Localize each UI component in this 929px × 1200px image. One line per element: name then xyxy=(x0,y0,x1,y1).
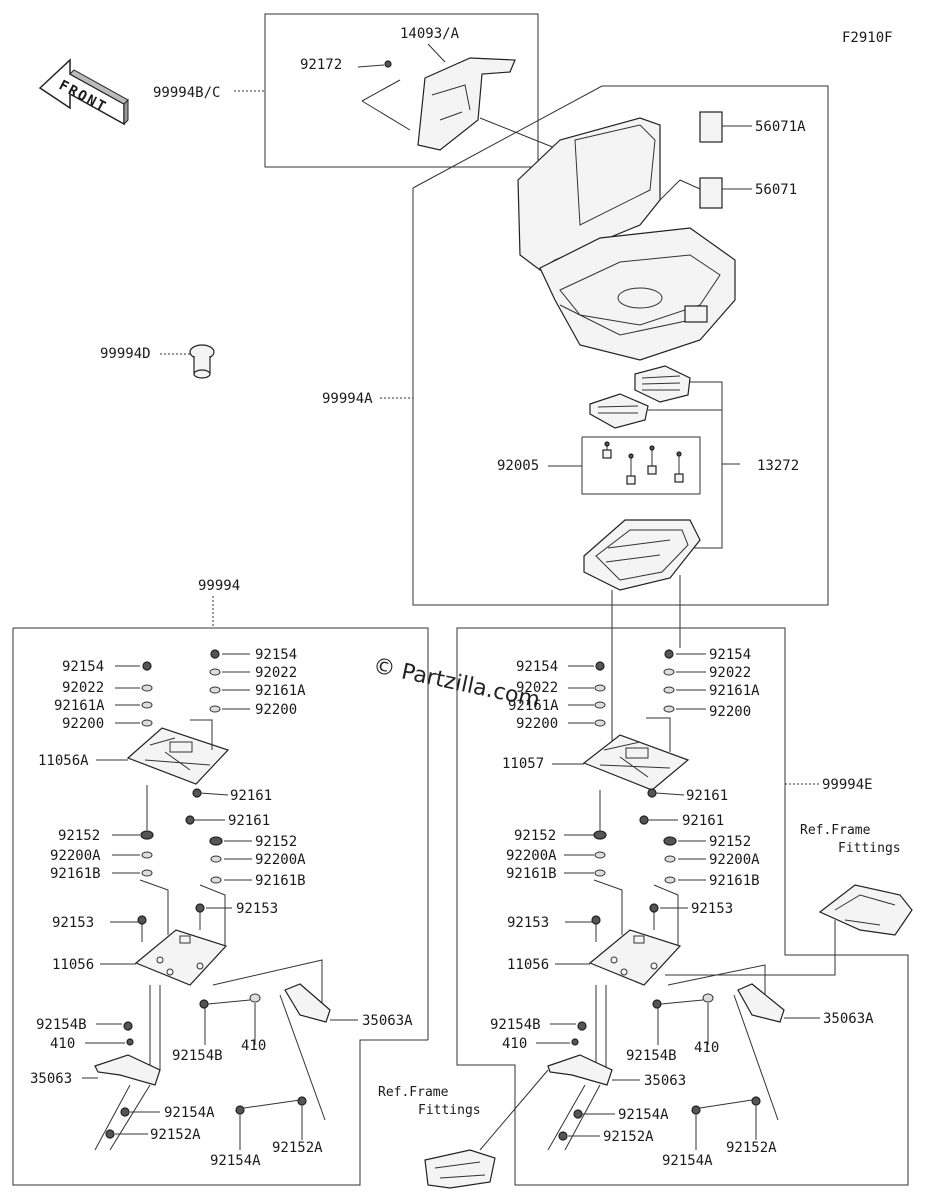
label-R-410b: 410 xyxy=(694,1040,719,1056)
frame-fitting-1 xyxy=(818,884,913,936)
label-sticker-56071 xyxy=(699,177,723,209)
label-L-35063: 35063 xyxy=(30,1071,72,1087)
label-99994: 99994 xyxy=(198,578,240,594)
label-L-92200Ab: 92200A xyxy=(255,852,306,868)
label-R-92161Aa: 92161A xyxy=(508,698,559,714)
label-L-92152b: 92152 xyxy=(255,834,297,850)
label-L-92161Aa: 92161A xyxy=(54,698,105,714)
screw-icon xyxy=(384,60,392,68)
label-R-92152Aa: 92152A xyxy=(603,1129,654,1145)
label-99994E: 99994E xyxy=(822,777,873,793)
label-L-92152Ab: 92152A xyxy=(272,1140,323,1156)
label-11056A: 11056A xyxy=(38,753,89,769)
label-R-92154Ab: 92154A xyxy=(662,1153,713,1169)
label-R-92152b: 92152 xyxy=(709,834,751,850)
label-99994D: 99994D xyxy=(100,346,151,362)
label-L-92022a: 92022 xyxy=(62,680,104,696)
label-R-410a: 410 xyxy=(502,1036,527,1052)
label-L-92152a: 92152 xyxy=(58,828,100,844)
top-case-group-box xyxy=(412,85,829,606)
label-R-92022b: 92022 xyxy=(709,665,751,681)
label-R-92161a: 92161 xyxy=(686,788,728,804)
ref-frame-label-1b: Fittings xyxy=(838,841,901,856)
label-L-92152Aa: 92152A xyxy=(150,1127,201,1143)
label-R-92153a: 92153 xyxy=(507,915,549,931)
label-R-92200b: 92200 xyxy=(709,704,751,720)
ref-frame-label-1a: Ref.Frame xyxy=(800,823,871,838)
label-L-92200a: 92200 xyxy=(62,716,104,732)
label-R-92154b: 92154 xyxy=(709,647,751,663)
ref-frame-label-2b: Fittings xyxy=(418,1103,481,1118)
frame-fitting-2 xyxy=(424,1149,496,1189)
cover-group-box xyxy=(264,13,539,168)
label-L-92153a: 92153 xyxy=(52,915,94,931)
label-L-92154Ab: 92154A xyxy=(210,1153,261,1169)
label-R-92022a: 92022 xyxy=(516,680,558,696)
label-L-92154a: 92154 xyxy=(62,659,104,675)
left-group-box xyxy=(12,627,429,1186)
label-L-11056: 11056 xyxy=(52,957,94,973)
label-R-92154Aa: 92154A xyxy=(618,1107,669,1123)
label-R-92152a: 92152 xyxy=(514,828,556,844)
rubber-pad-left xyxy=(589,393,649,429)
top-cover-panel xyxy=(417,57,516,151)
label-14093A: 14093/A xyxy=(400,26,460,42)
rubber-pad-right xyxy=(634,365,691,403)
label-L-92161b: 92161 xyxy=(228,813,270,829)
label-R-92154Ba: 92154B xyxy=(490,1017,541,1033)
ref-frame-label-2a: Ref.Frame xyxy=(378,1085,449,1100)
label-R-92152Ab: 92152A xyxy=(726,1140,777,1156)
diagram-code: F2910F xyxy=(842,30,893,46)
label-56071A: 56071A xyxy=(755,119,806,135)
label-R-92200a: 92200 xyxy=(516,716,558,732)
label-R-92154a: 92154 xyxy=(516,659,558,675)
label-92172: 92172 xyxy=(300,57,342,73)
label-13272: 13272 xyxy=(757,458,799,474)
label-L-410b: 410 xyxy=(241,1038,266,1054)
label-99994BC: 99994B/C xyxy=(153,85,220,101)
label-L-92154Aa: 92154A xyxy=(164,1105,215,1121)
label-R-35063A: 35063A xyxy=(823,1011,874,1027)
label-L-92022b: 92022 xyxy=(255,665,297,681)
label-L-92153b: 92153 xyxy=(236,901,278,917)
front-arrow-icon: FRONT xyxy=(38,58,129,126)
right-group-box xyxy=(456,627,909,1186)
label-R-92161Ab: 92161A xyxy=(709,683,760,699)
label-R-92154Bb: 92154B xyxy=(626,1048,677,1064)
label-99994A: 99994A xyxy=(322,391,373,407)
label-L-410a: 410 xyxy=(50,1036,75,1052)
label-L-92161Ba: 92161B xyxy=(50,866,101,882)
label-L-92154Ba: 92154B xyxy=(36,1017,87,1033)
case-base-plate xyxy=(583,519,701,591)
label-L-35063A: 35063A xyxy=(362,1013,413,1029)
label-L-92200Aa: 92200A xyxy=(50,848,101,864)
label-R-92200Ab: 92200A xyxy=(709,852,760,868)
right-assembly xyxy=(536,649,836,1151)
label-R-92161Ba: 92161B xyxy=(506,866,557,882)
label-R-35063: 35063 xyxy=(644,1073,686,1089)
label-L-92154Bb: 92154B xyxy=(172,1048,223,1064)
label-sticker-56071A xyxy=(699,111,723,143)
label-R-92200Aa: 92200A xyxy=(506,848,557,864)
label-L-92200b: 92200 xyxy=(255,702,297,718)
label-56071: 56071 xyxy=(755,182,797,198)
label-L-92161Bb: 92161B xyxy=(255,873,306,889)
top-case xyxy=(517,117,736,361)
label-11057: 11057 xyxy=(502,756,544,772)
label-92005: 92005 xyxy=(497,458,539,474)
label-R-11056: 11056 xyxy=(507,957,549,973)
screws-92005 xyxy=(602,441,684,485)
label-R-92161b: 92161 xyxy=(682,813,724,829)
label-L-92161Ab: 92161A xyxy=(255,683,306,699)
label-R-92161Bb: 92161B xyxy=(709,873,760,889)
label-L-92154b: 92154 xyxy=(255,647,297,663)
label-L-92161a: 92161 xyxy=(230,788,272,804)
key-cylinder xyxy=(189,344,215,379)
label-R-92153b: 92153 xyxy=(691,901,733,917)
left-assembly xyxy=(82,649,358,1151)
